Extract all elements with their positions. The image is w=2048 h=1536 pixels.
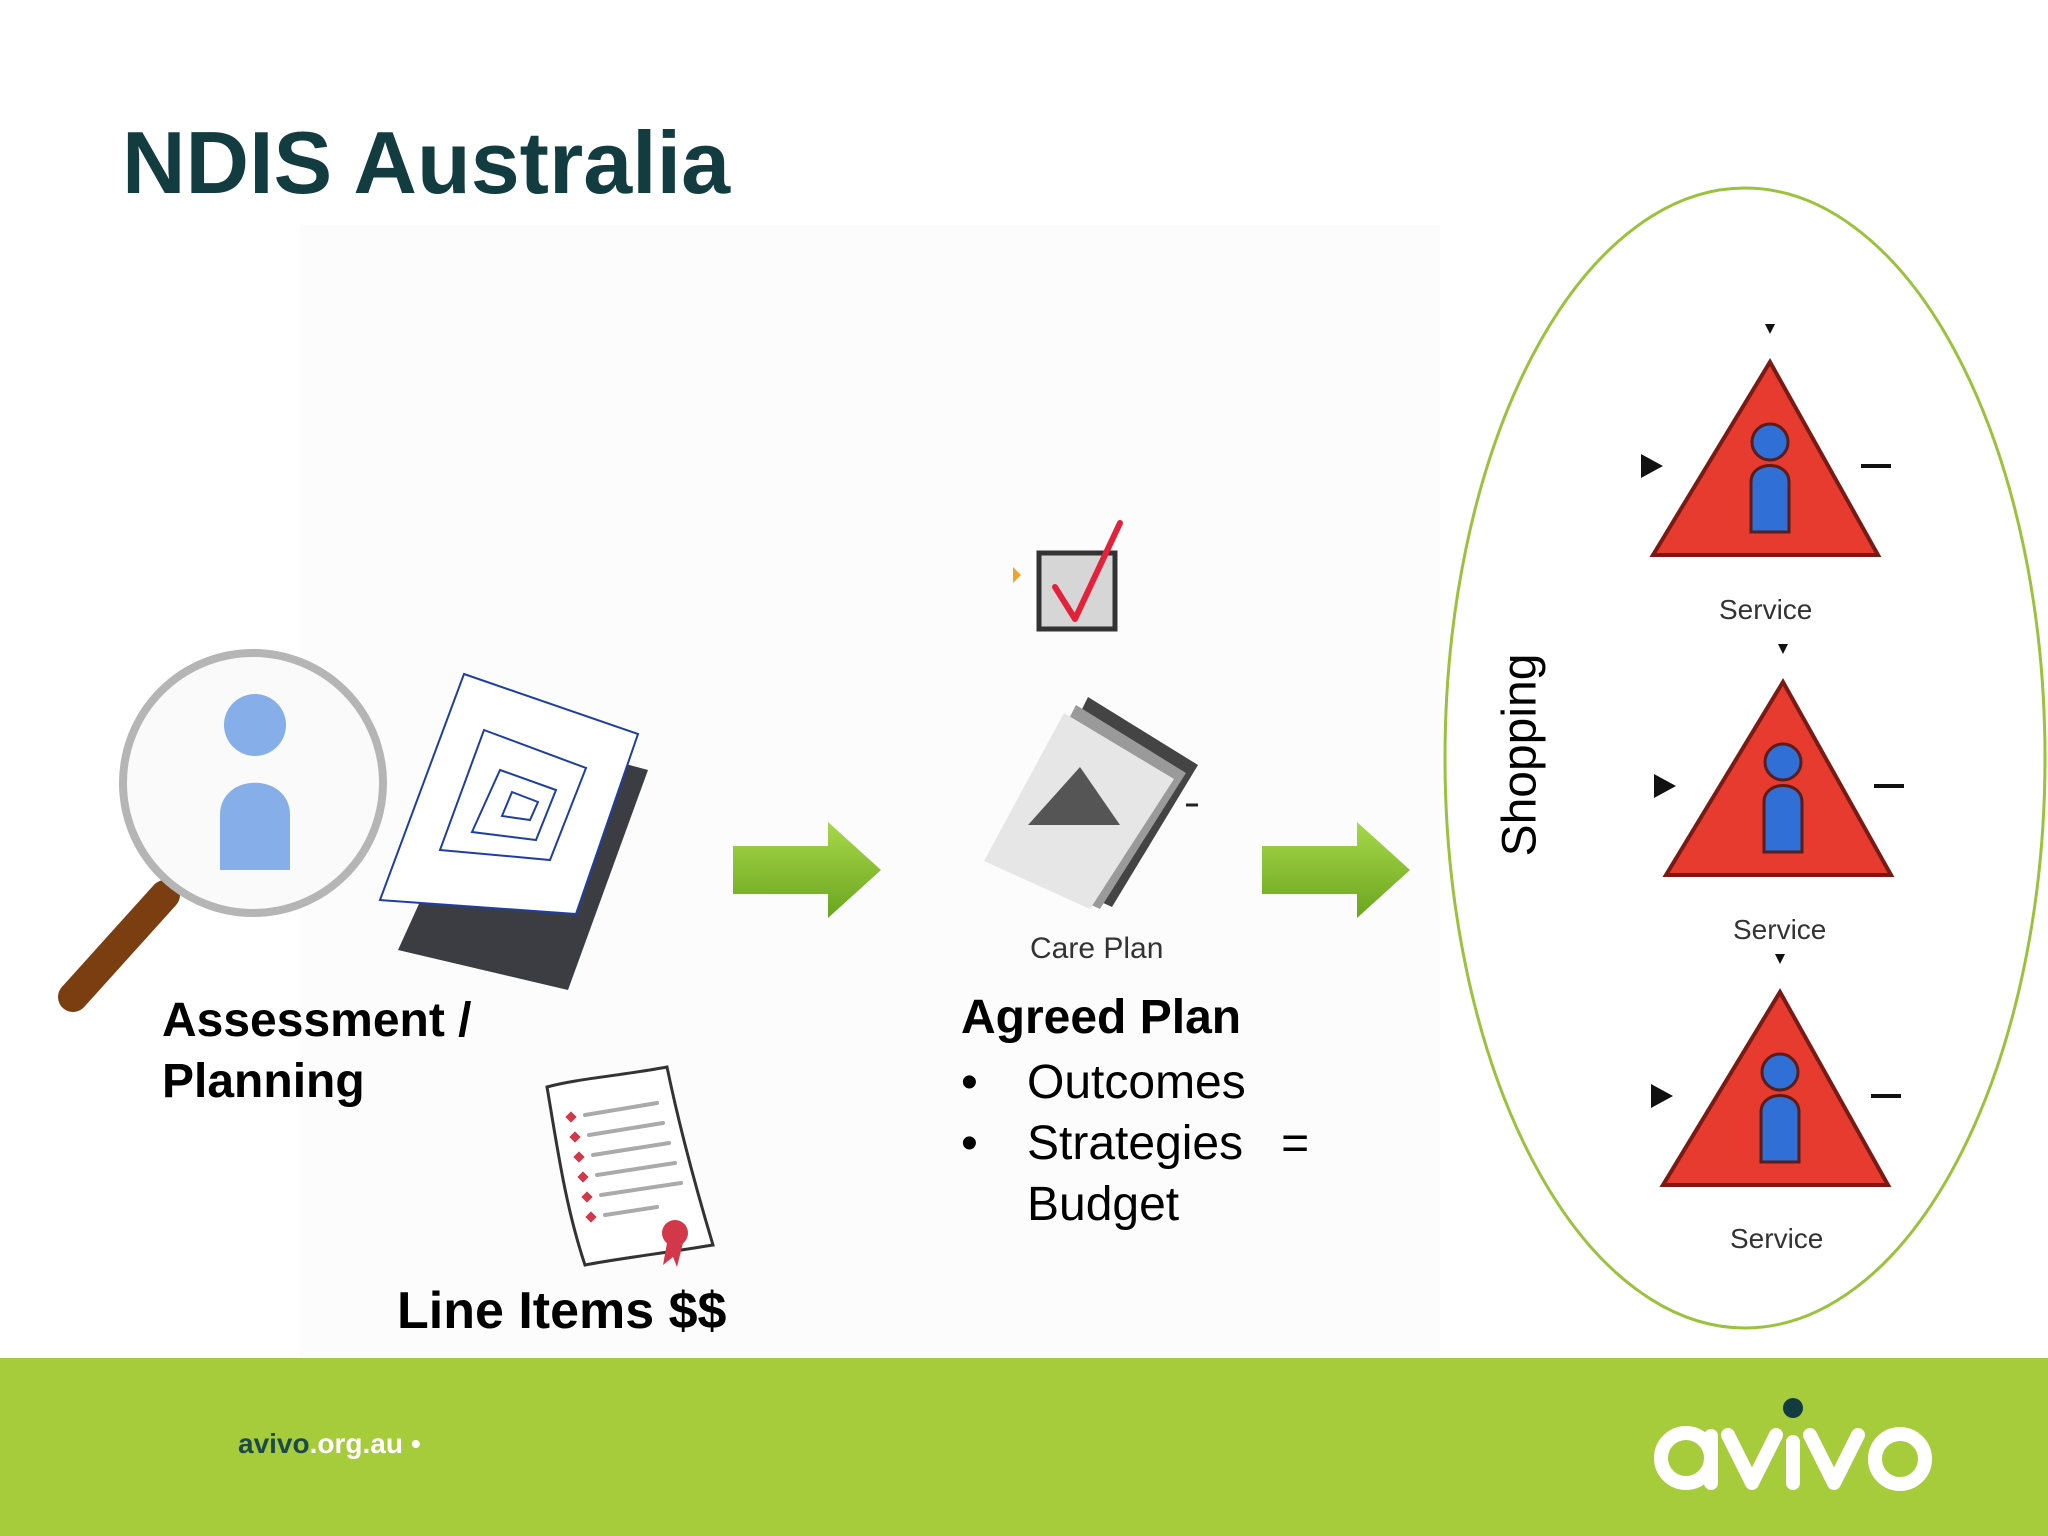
budget-row: Budget <box>961 1174 1309 1235</box>
outcomes-text: Outcomes <box>1027 1056 1246 1109</box>
avivo-logo-text: avivo <box>1650 1501 1653 1503</box>
line-items-label: Line Items $$ <box>397 1282 727 1340</box>
assessment-line2: Planning <box>162 1055 365 1108</box>
arrow-right-icon <box>1262 822 1410 918</box>
service-label: Service <box>1733 914 1827 945</box>
footer-url[interactable]: avivo.org.au• <box>238 1428 421 1460</box>
footer-url-separator: • <box>410 1428 421 1459</box>
assessment-planning-label: Assessment / Planning <box>162 990 472 1112</box>
service-triangle-icon <box>1651 954 1901 1187</box>
list-item: • Strategies = <box>961 1113 1309 1174</box>
footer-url-part1: avivo <box>238 1428 310 1459</box>
documents-icon <box>378 672 648 990</box>
slide-title: NDIS Australia <box>122 113 731 212</box>
list-item: • Outcomes <box>961 1052 1309 1113</box>
shopping-label: Shopping <box>1493 653 1547 857</box>
budget-text: Budget <box>1027 1178 1180 1231</box>
magnifier-person-icon <box>58 649 387 1012</box>
avivo-logo: avivo <box>1650 1398 1932 1503</box>
equals-sign: = <box>1281 1117 1310 1170</box>
strategies-text: Strategies <box>1027 1117 1244 1170</box>
care-plan-icon <box>984 697 1198 909</box>
bullet-icon: • <box>961 1117 978 1170</box>
footer-url-part2: .org.au <box>309 1428 403 1459</box>
agreed-plan-title: Agreed Plan <box>961 991 1242 1044</box>
service-triangle-icon <box>1641 324 1891 557</box>
service-label: Service <box>1719 594 1813 625</box>
assessment-line1: Assessment / <box>162 994 472 1047</box>
certificate-icon <box>545 1065 715 1267</box>
bullet-icon: • <box>961 1056 978 1109</box>
checkbox-icon <box>1013 520 1123 632</box>
care-plan-label: Care Plan <box>1030 932 1164 965</box>
service-triangle-icon <box>1654 644 1904 877</box>
agreed-plan-list: • Outcomes • Strategies = Budget <box>961 1052 1309 1235</box>
service-label: Service <box>1730 1223 1824 1254</box>
arrow-right-icon <box>733 822 881 918</box>
